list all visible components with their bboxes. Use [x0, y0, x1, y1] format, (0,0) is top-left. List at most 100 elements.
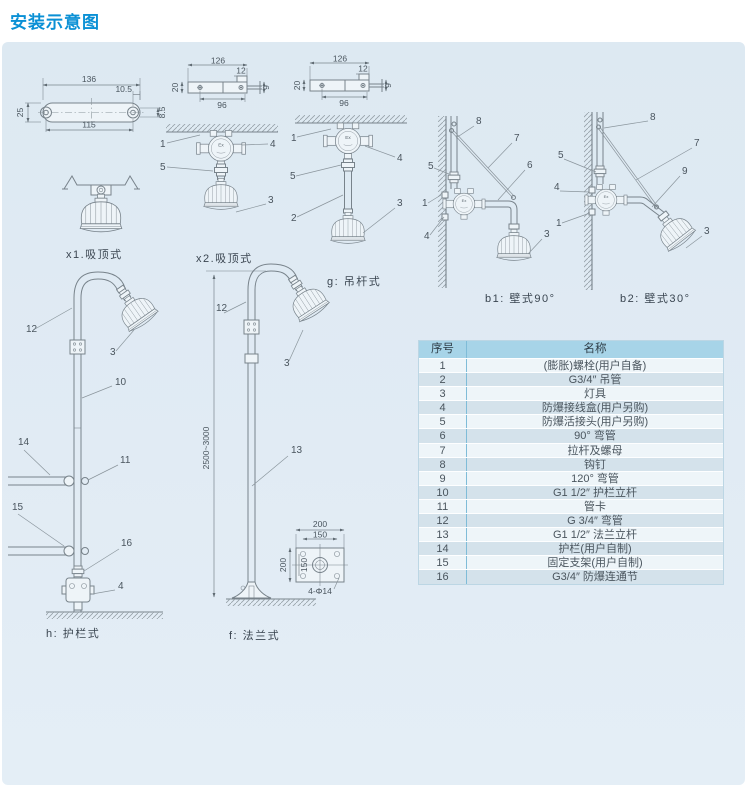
diagram-x2: 1 4 5 3	[160, 124, 278, 213]
table-row: 2 G3/4″ 吊管	[419, 372, 723, 387]
page-title: 安装示意图	[10, 13, 100, 32]
diagram-rect-plate-1: 126 12 9 20 96	[170, 56, 271, 111]
label-b1: b1: 壁式90°	[485, 293, 556, 305]
dim-9: 9	[383, 83, 393, 88]
union-fitting-icon	[71, 565, 85, 578]
junction-box-icon	[196, 130, 246, 167]
callout: 11	[120, 455, 131, 466]
callout: 9	[682, 166, 688, 177]
dim-150: 150	[313, 530, 327, 540]
lamp-icon	[203, 178, 239, 210]
row-name: G 3/4″ 弯管	[567, 515, 623, 528]
row-no: 16	[419, 570, 467, 584]
diagram-x1	[62, 175, 140, 233]
dim-20: 20	[292, 81, 302, 91]
row-name: 120° 弯管	[571, 472, 619, 485]
dim-10-5: 10.5	[115, 84, 132, 94]
row-name: 钩钉	[584, 458, 606, 471]
row-name: G3/4″ 吊管	[568, 374, 622, 387]
table-row: 6 90° 弯管	[419, 428, 723, 443]
row-name: 防爆接线盒(用户另购)	[541, 402, 649, 415]
table-row: 16 G3/4″ 防爆连通节	[419, 569, 723, 584]
table-row: 12 G 3/4″ 弯管	[419, 513, 723, 528]
callout: 8	[650, 112, 656, 123]
label-h: h: 护栏式	[46, 628, 101, 640]
dim-136: 136	[82, 74, 96, 84]
header-no: 序号	[419, 341, 467, 358]
row-no: 11	[419, 499, 467, 514]
callout: 1	[422, 198, 428, 209]
dim-200-v: 200	[278, 558, 288, 572]
lamp-icon	[496, 229, 532, 261]
row-name: G3/4″ 防爆连通节	[552, 571, 638, 584]
row-name: 拉杆及螺母	[567, 444, 623, 457]
callout: 4	[554, 182, 560, 193]
label-x1: x1.吸顶式	[66, 249, 123, 261]
union-fitting-icon	[447, 171, 461, 184]
callout: 3	[110, 347, 116, 358]
callout: 12	[26, 324, 38, 335]
lamp-icon	[112, 286, 161, 335]
lamp-icon	[330, 212, 366, 244]
dim-96: 96	[339, 98, 349, 108]
lamp-icon	[283, 277, 332, 325]
table-row: 1(膨胀)螺栓(用户自备)	[419, 358, 723, 373]
callout: 16	[121, 538, 133, 549]
row-name: (膨胀)螺栓(用户自备)	[543, 360, 647, 372]
table-row: 5 防爆活接头(用户另购)	[419, 414, 723, 429]
union-fitting-icon	[341, 158, 355, 172]
row-no: 7	[419, 443, 467, 457]
row-name: 90° 弯管	[574, 430, 616, 443]
callout: 1	[160, 139, 166, 150]
row-no: 8	[419, 457, 467, 471]
callout: 4	[424, 231, 430, 242]
row-no: 5	[419, 415, 467, 429]
callout: 10	[115, 377, 127, 388]
dim-8-5: 8.5	[157, 106, 167, 118]
dim-96: 96	[217, 100, 227, 110]
callout: 1	[291, 133, 297, 144]
callout: 14	[18, 437, 30, 448]
row-no: 15	[419, 556, 467, 570]
callout: 5	[290, 171, 296, 182]
junction-box-icon	[442, 188, 486, 220]
row-name: 灯具	[584, 388, 606, 401]
callout: 13	[291, 445, 303, 456]
lamp-icon	[79, 193, 123, 233]
callout: 1	[556, 218, 562, 229]
callout: 7	[694, 138, 700, 149]
dim-126: 126	[211, 56, 225, 66]
diagram-rect-plate-2: 126 12 9 20 96	[292, 54, 393, 109]
label-f: f: 法兰式	[229, 630, 281, 642]
callout: 3	[284, 358, 290, 369]
row-name: G1 1/2″ 护栏立杆	[553, 486, 637, 499]
callout: 6	[527, 160, 533, 171]
dim-200: 200	[313, 519, 327, 529]
label-g: g: 吊杆式	[327, 276, 382, 288]
callout: 4	[397, 153, 403, 164]
table-row: 8 钩钉	[419, 456, 723, 471]
row-no: 6	[419, 429, 467, 443]
diagram-h: 12 3 10 14 11 15 16 4	[8, 271, 163, 619]
callout: 4	[118, 581, 124, 592]
callout: 5	[160, 162, 166, 173]
callout: 7	[514, 133, 520, 144]
callout: 2	[291, 213, 297, 224]
callout: 8	[476, 116, 482, 127]
row-name: 防爆活接头(用户另购)	[541, 416, 649, 429]
row-no: 2	[419, 373, 467, 387]
callout: 5	[558, 150, 564, 161]
row-no: 14	[419, 542, 467, 556]
row-name: G1 1/2″ 法兰立杆	[553, 529, 637, 542]
callout: 3	[397, 198, 403, 209]
row-no: 12	[419, 514, 467, 528]
dim-150-v: 150	[299, 558, 309, 572]
